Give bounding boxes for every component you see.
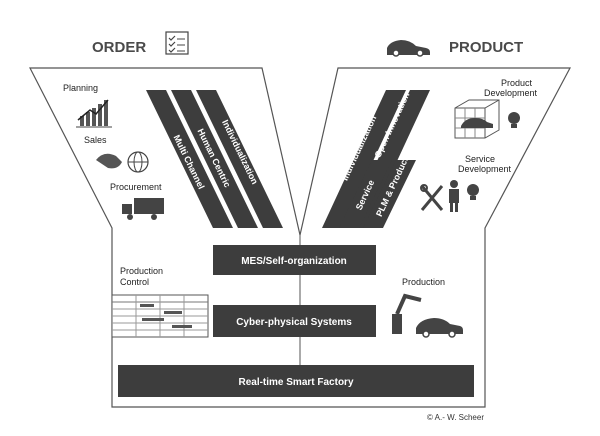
service-development-label-line1: Service	[465, 154, 495, 164]
checklist-icon	[165, 31, 189, 55]
gantt-table-icon	[111, 294, 209, 338]
copyright-text: © A.- W. Scheer	[427, 413, 484, 422]
handshake-globe-icon	[96, 151, 149, 173]
product-development-label-line2: Development	[484, 88, 538, 98]
product-development-label-line1: Product	[501, 78, 533, 88]
sales-label: Sales	[84, 135, 107, 145]
smart-factory-box	[118, 365, 474, 397]
production-control-label-line2: Control	[120, 277, 149, 287]
production-label: Production	[402, 277, 445, 287]
order-header: ORDER	[92, 39, 146, 56]
mes-label: MES/Self-organization	[241, 256, 347, 267]
band-plm-product-memory	[363, 160, 416, 228]
planning-label: Planning	[63, 83, 98, 93]
lightbulb-icon	[467, 184, 479, 200]
mes-box	[213, 245, 376, 275]
production-control-label-line1: Production	[120, 266, 163, 276]
tools-icon	[420, 184, 444, 211]
band-service	[339, 160, 392, 228]
cps-label: Cyber-physical Systems	[236, 317, 352, 328]
band-human-centric	[171, 90, 258, 228]
growth-chart-icon	[76, 99, 112, 128]
truck-icon	[122, 198, 164, 220]
3d-grid-car-icon	[454, 99, 500, 139]
person-icon	[449, 180, 459, 212]
band-multi-channel	[146, 90, 233, 228]
procurement-label: Procurement	[110, 182, 162, 192]
band-individualization-left	[196, 90, 283, 228]
right-bands: Individualization Open Innovation Servic…	[322, 90, 430, 228]
robot-arm-car-icon	[392, 293, 463, 338]
cps-box	[213, 305, 376, 337]
lightbulb-icon	[508, 112, 520, 128]
car-icon	[387, 40, 430, 57]
product-header: PRODUCT	[449, 39, 523, 56]
band-individualization-right	[322, 90, 406, 228]
smart-factory-label: Real-time Smart Factory	[238, 377, 353, 388]
service-development-label-line2: Development	[458, 164, 512, 174]
